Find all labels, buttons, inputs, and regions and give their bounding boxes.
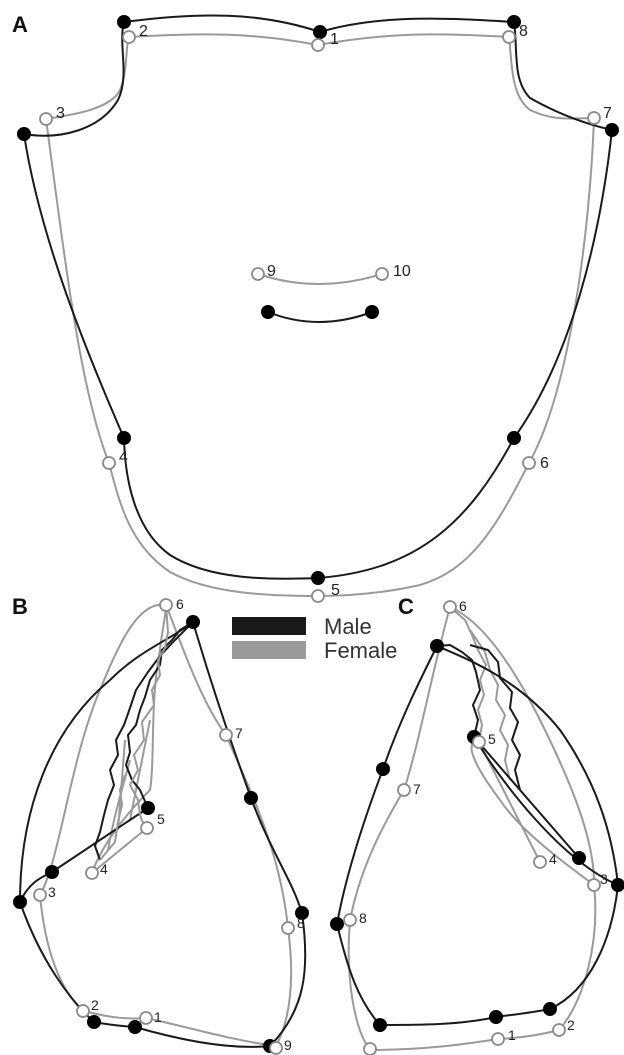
panel-a-landmark-label: 2 (139, 23, 148, 40)
panel-b-landmark-label: 3 (48, 884, 56, 900)
panel-a-female-landmark (123, 31, 135, 43)
legend-female-swatch (232, 641, 306, 659)
panel-a-female-center-line (258, 274, 382, 284)
panel-c-female-landmark (444, 601, 456, 613)
panel-a: A 1 2 3 4 5 6 7 (12, 12, 619, 602)
panel-c-landmark-label: 6 (459, 598, 467, 614)
panel-c-landmark-label: 5 (488, 731, 496, 747)
panel-c-female-landmark (553, 1024, 565, 1036)
panel-a-male-landmark (605, 123, 619, 137)
panel-b-male-landmark (244, 791, 258, 805)
panel-b-male-landmark (141, 801, 155, 815)
panel-a-landmark-label: 6 (540, 455, 549, 472)
panel-b-landmark-label: 9 (284, 1037, 292, 1053)
panel-c-female-inner-flap (450, 607, 594, 885)
panel-c-landmark-label: 7 (413, 781, 421, 797)
panel-c-male-landmark (489, 1010, 503, 1024)
panel-a-landmark-label: 1 (330, 31, 339, 48)
panel-a-female-landmark (523, 457, 535, 469)
panel-c-landmark-label: 8 (359, 910, 367, 926)
panel-b-female-landmark (220, 729, 232, 741)
panel-b-female-landmark (140, 1012, 152, 1024)
panel-b-male-landmark (45, 865, 59, 879)
panel-a-male-landmark (507, 431, 521, 445)
panel-a-male-landmark (117, 431, 131, 445)
panel-b-female-landmark (34, 889, 46, 901)
panel-b-male-landmark (128, 1020, 142, 1034)
legend-female-label: Female (324, 638, 397, 663)
panel-a-landmark-label: 10 (393, 263, 411, 280)
panel-a-female-landmark (103, 457, 115, 469)
panel-a-female-landmark (312, 590, 324, 602)
panel-a-female-landmark (40, 113, 52, 125)
panel-c: C 1 2 3 4 5 6 7 8 (330, 594, 624, 1055)
panel-b-landmark-label: 1 (154, 1009, 162, 1025)
panel-a-male-landmark (313, 25, 327, 39)
panel-a-male-center-line (268, 312, 372, 322)
panel-a-male-landmark (17, 127, 31, 141)
panel-a-female-landmark (252, 268, 264, 280)
panel-b-landmark-label: 7 (235, 725, 243, 741)
panel-c-female-landmark (398, 784, 410, 796)
panel-c-female-landmark (344, 914, 356, 926)
panel-c-male-landmark (330, 917, 344, 931)
panel-a-landmark-label: 7 (603, 105, 612, 122)
panel-c-label: C (398, 594, 414, 619)
panel-c-male-landmark (543, 1002, 557, 1016)
panel-c-male-landmark (611, 878, 624, 892)
panel-a-female-landmark (588, 112, 600, 124)
panel-b-female-outline (40, 605, 291, 1046)
panel-b-landmark-label: 6 (176, 596, 184, 612)
panel-a-label: A (12, 12, 28, 37)
panel-c-landmark-label: 4 (549, 851, 557, 867)
panel-b-female-landmark (270, 1042, 282, 1054)
panel-b-female-landmark (77, 1005, 89, 1017)
panel-c-male-landmark (373, 1018, 387, 1032)
panel-a-male-landmark (261, 305, 275, 319)
panel-a-female-landmark (376, 268, 388, 280)
panel-a-female-landmark (312, 39, 324, 51)
panel-c-landmark-label: 1 (508, 1027, 516, 1043)
panel-b-landmark-label: 8 (297, 915, 305, 931)
panel-a-male-landmark (365, 305, 379, 319)
panel-b-female-landmark (86, 867, 98, 879)
panel-c-female-landmark (534, 856, 546, 868)
panel-b-female-landmark (160, 599, 172, 611)
panel-b-landmark-label: 4 (100, 861, 108, 877)
panel-b-male-landmark (87, 1015, 101, 1029)
panel-c-male-landmark (376, 762, 390, 776)
panel-c-female-outline (349, 607, 596, 1050)
panel-c-landmark-label: 2 (567, 1017, 575, 1033)
panel-b-label: B (12, 594, 28, 619)
panel-c-male-landmark (572, 851, 586, 865)
legend-male-label: Male (324, 614, 372, 639)
panel-b-female-landmark (282, 922, 294, 934)
panel-a-landmark-label: 9 (267, 263, 276, 280)
panel-c-female-landmark (492, 1033, 504, 1045)
panel-c-female-landmark (473, 736, 485, 748)
legend-male-swatch (232, 617, 306, 635)
legend: Male Female (232, 614, 397, 663)
panel-b-landmark-label: 5 (157, 811, 165, 827)
panel-b-female-landmark (141, 822, 153, 834)
panel-a-female-landmark (503, 31, 515, 43)
panel-a-landmark-label: 5 (331, 582, 340, 599)
panel-a-female-outline (46, 34, 594, 596)
panel-b-male-landmark (186, 615, 200, 629)
panel-c-female-landmark (364, 1043, 376, 1055)
panel-b-landmark-label: 2 (91, 997, 99, 1013)
panel-b-male-landmark (13, 895, 27, 909)
panel-c-male-landmark (430, 639, 444, 653)
panel-a-landmark-label: 4 (119, 449, 128, 466)
panel-a-landmark-label: 3 (56, 105, 65, 122)
panel-c-female-landmark (588, 879, 600, 891)
panel-a-landmark-label: 8 (519, 23, 528, 40)
panel-a-male-landmark (311, 571, 325, 585)
panel-a-male-landmark (117, 15, 131, 29)
panel-c-landmark-label: 3 (600, 871, 608, 887)
panel-b: B 1 2 3 4 5 6 (12, 594, 309, 1054)
